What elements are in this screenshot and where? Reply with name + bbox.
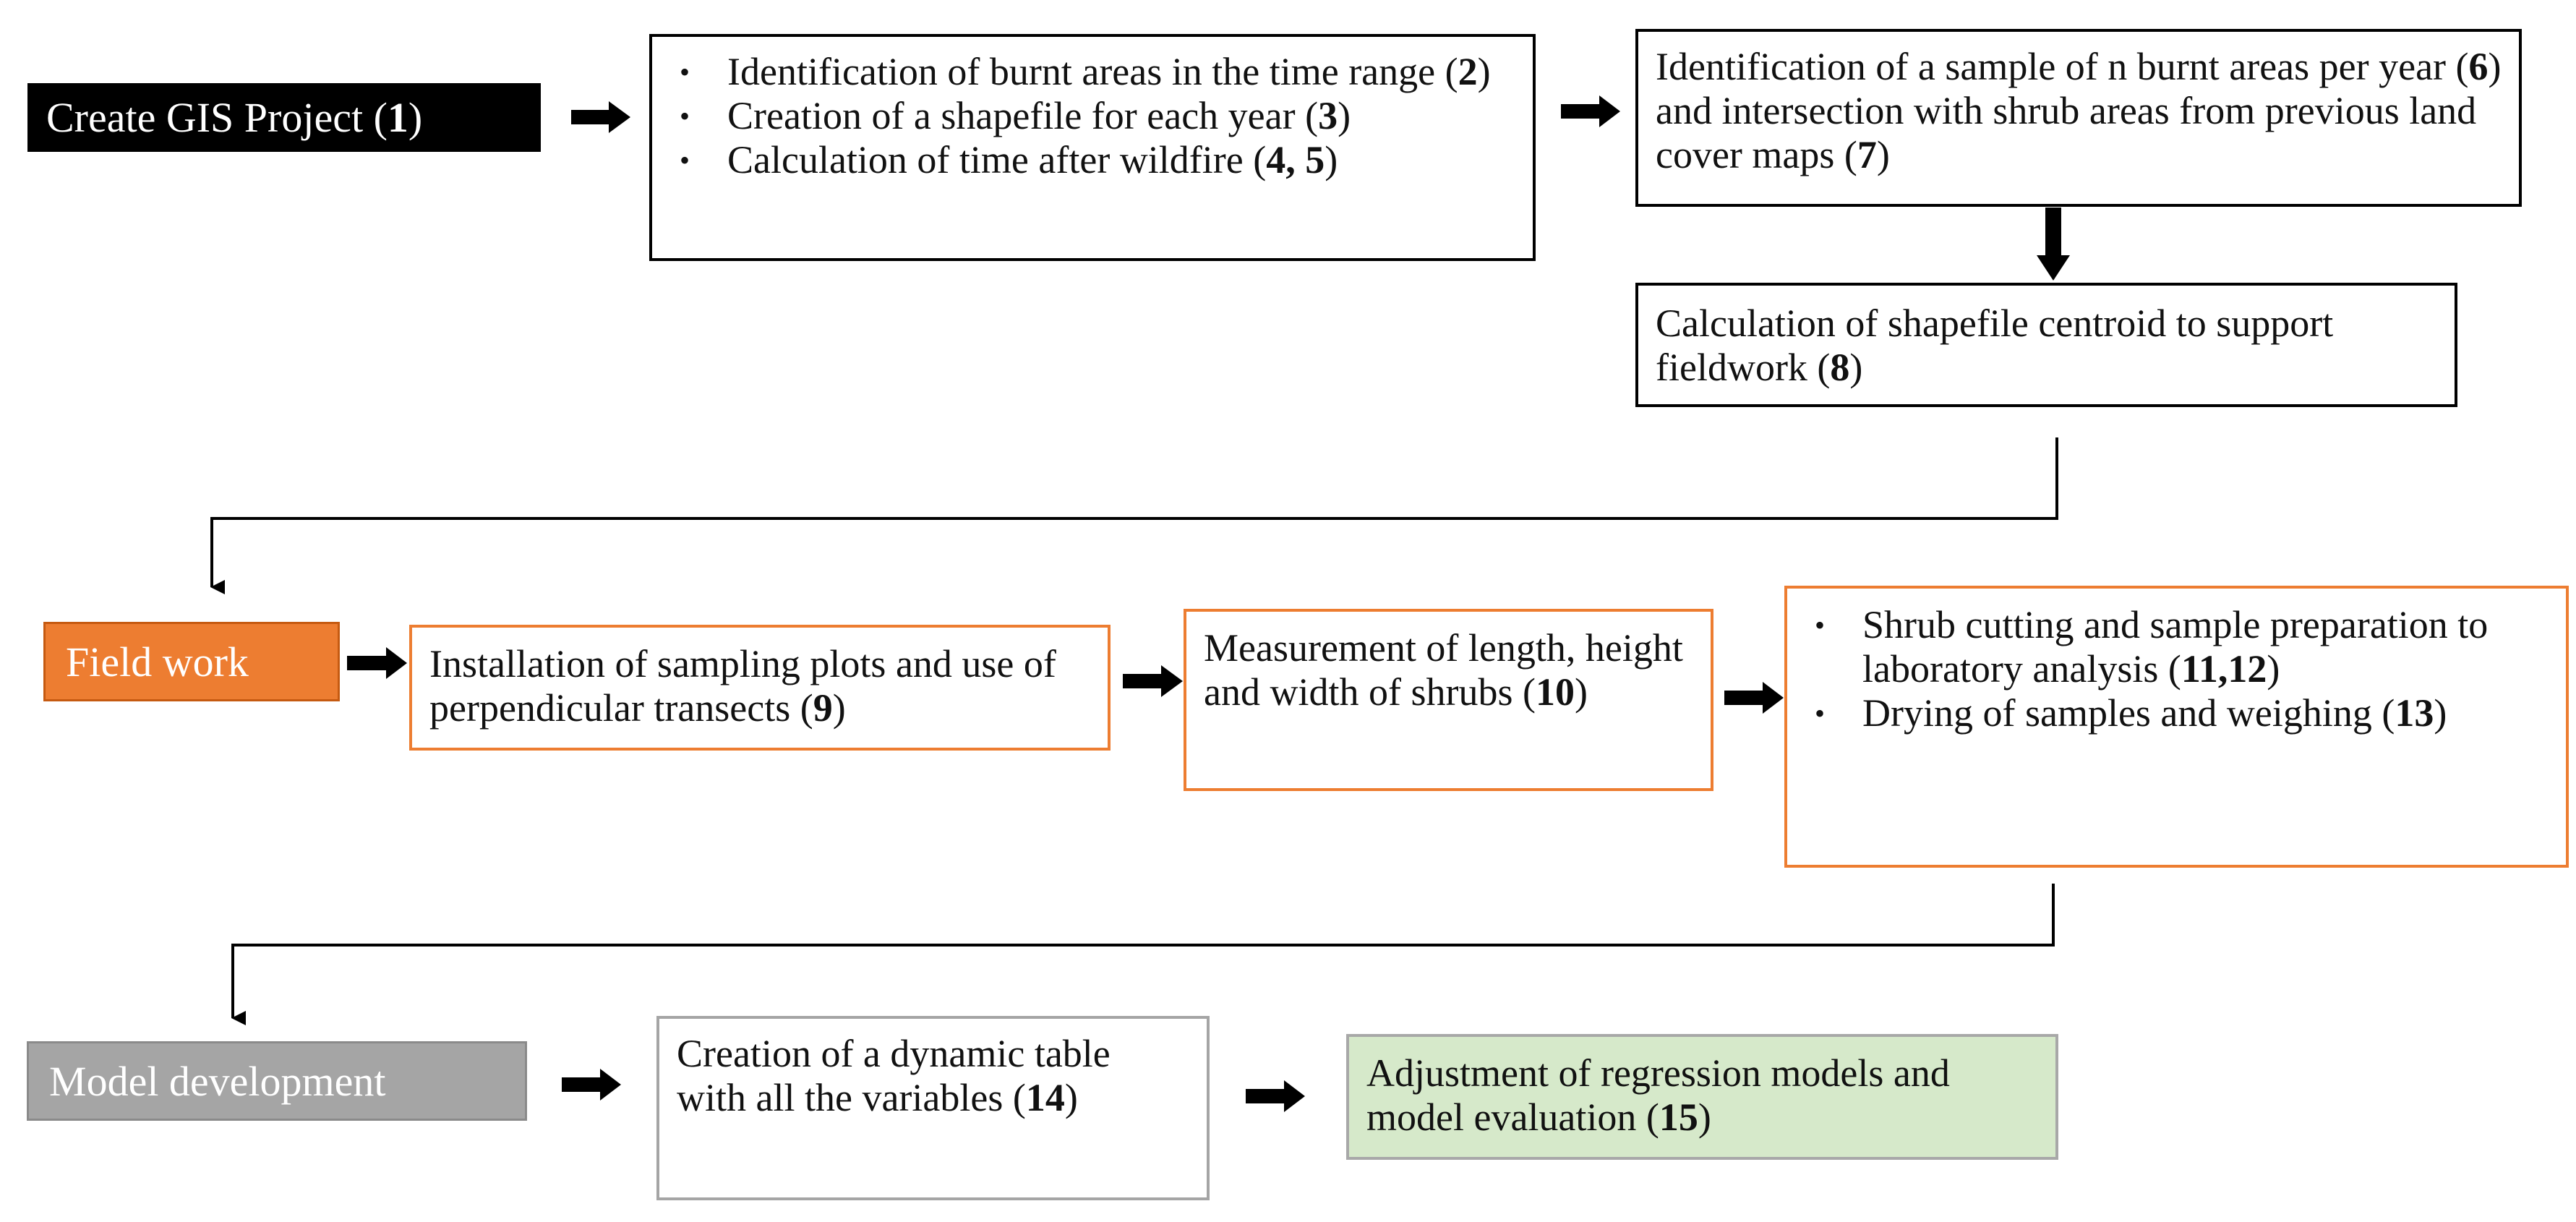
regression-models-box: Adjustment of regression models and mode… — [1346, 1034, 2058, 1160]
create-gis-project-box: Create GIS Project (1) — [27, 83, 541, 152]
arrow-plots-to-measure — [1123, 665, 1183, 697]
thick-arrows — [347, 95, 2070, 1112]
arrow-burnt-to-sample — [1561, 95, 1620, 127]
bullet-icon: • — [680, 100, 690, 132]
list-item: •Drying of samples and weighing (13) — [1815, 691, 2447, 735]
measurement-box: Measurement of length, height and width … — [1184, 609, 1713, 791]
list-item: •Calculation of time after wildfire (4, … — [680, 138, 1338, 181]
field-work-title: Field work — [66, 638, 249, 685]
sample-intersection-box: Identification of a sample of n burnt ar… — [1635, 29, 2522, 207]
list-item: •Shrub cutting and sample preparation to… — [1815, 603, 2489, 691]
arrow-sample-to-centroid — [2037, 208, 2070, 281]
field-work-box: Field work — [43, 622, 340, 701]
bullet-icon: • — [1815, 697, 1826, 730]
bullet-icon: • — [680, 56, 690, 88]
arrow-measure-to-cutting — [1724, 682, 1784, 714]
bullet-icon: • — [1815, 609, 1826, 641]
shrub-cutting-box: •Shrub cutting and sample preparation to… — [1784, 586, 2569, 868]
model-development-title: Model development — [49, 1057, 386, 1105]
dynamic-table-box: Creation of a dynamic table with all the… — [656, 1016, 1210, 1200]
list-item: •Identification of burnt areas in the ti… — [680, 50, 1491, 93]
model-development-box: Model development — [27, 1041, 527, 1121]
sampling-plots-box: Installation of sampling plots and use o… — [409, 625, 1111, 751]
connector-centroid-to-fieldwork — [210, 437, 2058, 594]
arrow-fieldwork-to-plots — [347, 647, 407, 679]
arrow-model-to-table — [562, 1069, 621, 1101]
list-item: •Creation of a shapefile for each year (… — [680, 94, 1351, 137]
arrow-table-to-regression — [1246, 1080, 1305, 1112]
centroid-box: Calculation of shapefile centroid to sup… — [1635, 283, 2457, 407]
elbow-connectors — [210, 437, 2058, 1025]
create-gis-project-title: Create GIS Project (1) — [46, 94, 423, 141]
burnt-areas-box: •Identification of burnt areas in the ti… — [649, 34, 1536, 261]
connector-cutting-to-model — [231, 884, 2055, 1025]
shrub-cutting-list: •Shrub cutting and sample preparation to… — [1805, 603, 2549, 735]
burnt-areas-list: •Identification of burnt areas in the ti… — [669, 50, 1515, 182]
bullet-icon: • — [680, 144, 690, 176]
arrow-stage1-to-burnt — [571, 101, 630, 133]
